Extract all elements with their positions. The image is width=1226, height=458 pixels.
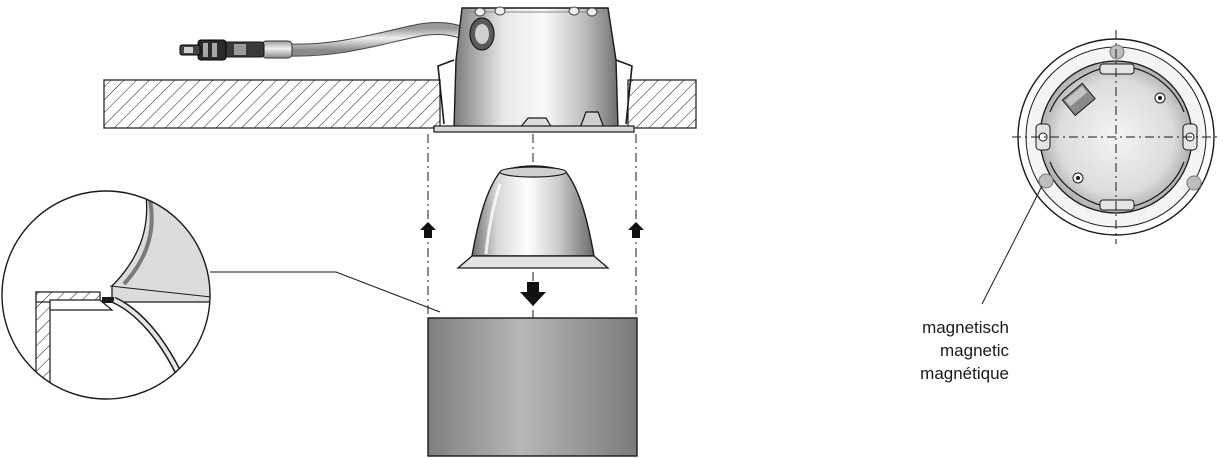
trim-block [427, 317, 638, 457]
reflector-rim [456, 255, 610, 269]
strain-relief [261, 40, 293, 59]
magnet-dot-icon [1186, 175, 1202, 191]
leader-line-detail [210, 271, 441, 313]
cable-assembly [179, 21, 485, 61]
center-axes [1012, 30, 1220, 244]
magnet-dot-icon [1038, 173, 1054, 189]
leader-line-magnet [981, 185, 1043, 305]
reflector [456, 165, 610, 269]
arrow-up-icon [628, 222, 644, 238]
housing [433, 6, 635, 133]
detail-magnifier [1, 190, 441, 400]
magnet-dot-icon [1109, 44, 1125, 60]
annotation-line-de: magnetisch [922, 318, 1009, 337]
bottom-view [981, 30, 1220, 305]
detail-ceiling-wall [35, 291, 51, 399]
magnifier-ring [1, 190, 211, 400]
plug-connector-icon [179, 39, 227, 61]
spring-clip-left [437, 59, 455, 125]
ceiling-right-hatch [627, 79, 697, 129]
arrow-up-icon [420, 222, 436, 238]
arrow-down-icon [520, 282, 546, 306]
ceiling-left-hatch [103, 79, 441, 129]
magnet-annotation: magnetisch magnetic magnétique [920, 318, 1009, 383]
housing-flange [433, 125, 635, 133]
annotation-line-fr: magnétique [920, 364, 1009, 383]
annotation-line-en: magnetic [940, 341, 1009, 360]
spring-clip-right [615, 59, 633, 125]
ceiling-section [103, 79, 697, 129]
